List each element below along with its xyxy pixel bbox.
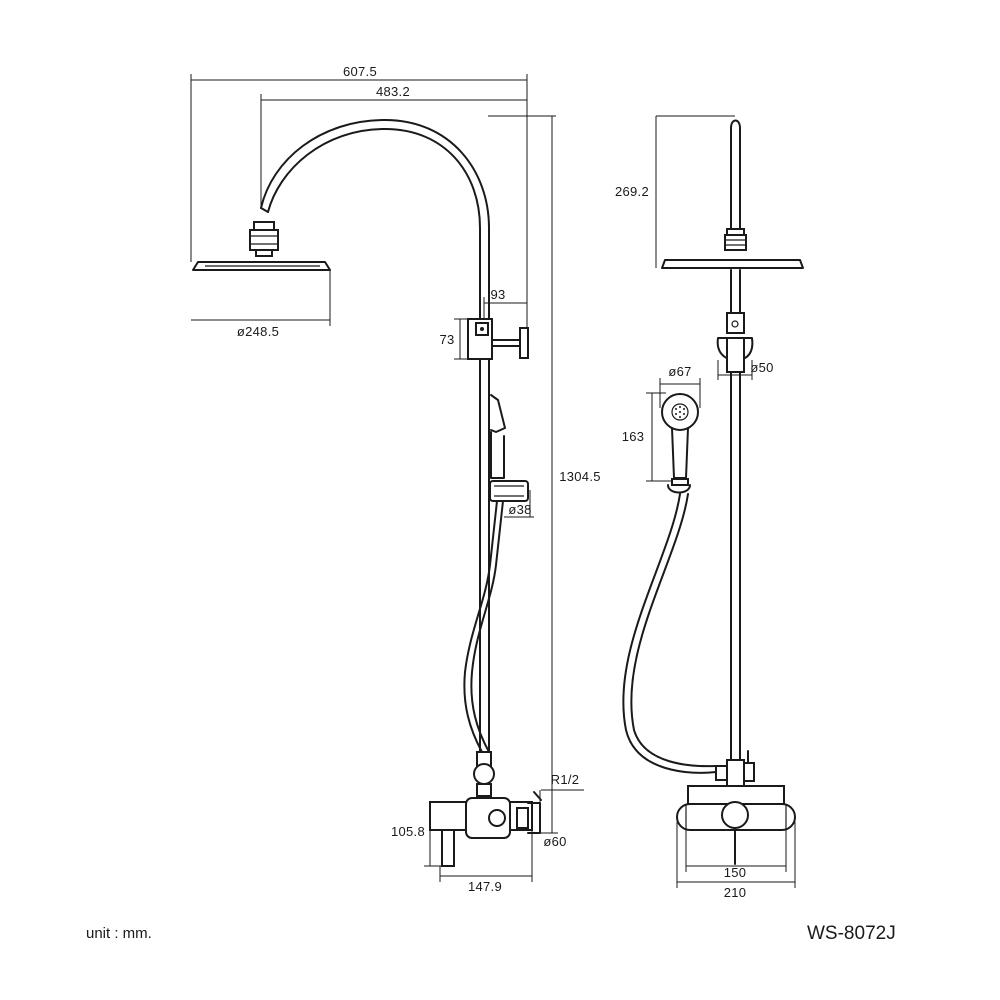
dim-side-head-drop: 269.2 xyxy=(615,184,649,199)
side-view xyxy=(622,119,804,865)
hose xyxy=(463,500,498,753)
dim-hand-shower-length: 163 xyxy=(622,429,645,444)
model-number: WS-8072J xyxy=(807,923,896,944)
front-view xyxy=(192,119,542,867)
overhead-arm xyxy=(260,119,490,753)
wall-bracket xyxy=(467,318,529,360)
mixer-valve xyxy=(429,791,542,867)
dim-bracket-height: 73 xyxy=(439,332,454,347)
side-dimensions xyxy=(646,115,796,888)
dim-overall-reach: 607.5 xyxy=(343,64,377,79)
diverter xyxy=(473,751,495,797)
hand-shower-holder xyxy=(489,394,529,502)
dim-arm-offset: 93 xyxy=(490,287,505,302)
dim-center-distance: 150 xyxy=(724,865,747,880)
mixer-side xyxy=(676,785,796,865)
hand-shower xyxy=(661,393,699,494)
dim-holder-diameter: ø38 xyxy=(508,502,531,517)
dim-inlet-diameter: ø60 xyxy=(543,834,566,849)
dim-pipe-diameter: ø50 xyxy=(750,360,773,375)
dim-arm-reach: 483.2 xyxy=(376,84,410,99)
riser-pipe xyxy=(730,119,741,230)
dim-total-height: 1304.5 xyxy=(559,469,601,484)
dim-mixer-height: 105.8 xyxy=(391,824,425,839)
hose-side xyxy=(622,493,717,774)
dim-inlet-thread: R1/2 xyxy=(551,772,580,787)
unit-label: unit : mm. xyxy=(86,925,152,942)
front-dimensions xyxy=(190,74,584,882)
dim-head-diameter: ø248.5 xyxy=(237,324,279,339)
rain-shower-head xyxy=(192,261,331,271)
rain-shower-head-side xyxy=(661,259,804,269)
dim-hand-head-diameter: ø67 xyxy=(668,364,691,379)
dim-mixer-overall-width: 210 xyxy=(724,885,747,900)
dim-mixer-width: 147.9 xyxy=(468,879,502,894)
